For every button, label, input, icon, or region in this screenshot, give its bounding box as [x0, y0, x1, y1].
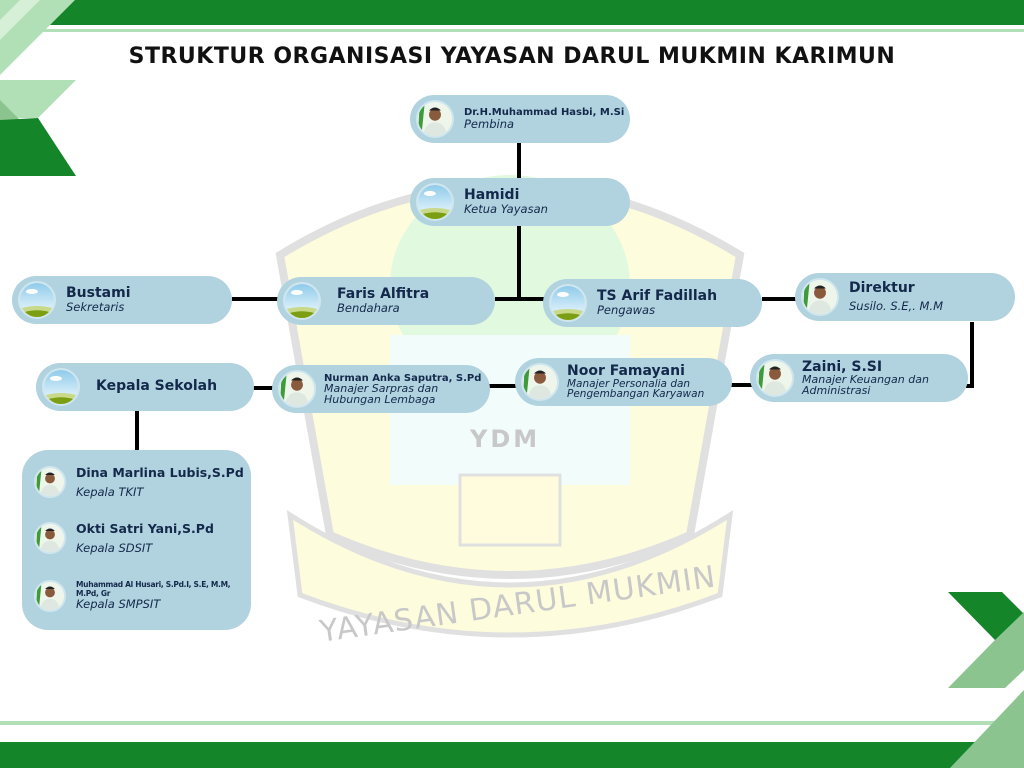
avatar-photo-icon — [278, 370, 316, 408]
avatar-placeholder-icon — [42, 368, 80, 406]
node-name: Hamidi — [464, 186, 520, 203]
connector — [970, 322, 974, 388]
avatar-photo-icon — [34, 466, 66, 499]
watermark-initials: YDM — [470, 425, 541, 453]
node-name: Faris Alfitra — [337, 285, 430, 302]
connector — [762, 297, 796, 301]
node-role: Susilo. S.E,. M.M — [849, 299, 944, 314]
node-role: Ketua Yayasan — [464, 202, 548, 217]
node-role: Pengawas — [597, 303, 656, 318]
school-head-role: Kepala TKIT — [76, 484, 144, 499]
school-head-name: Muhammad Al Husari, S.Pd.I, S.E, M.M, M.… — [76, 580, 231, 598]
node-name: Direktur — [849, 279, 915, 296]
avatar-placeholder-icon — [18, 281, 56, 319]
school-head-name: Okti Satri Yani,S.Pd — [76, 521, 214, 536]
avatar-photo-icon — [34, 522, 66, 555]
school-head-item[interactable]: Muhammad Al Husari, S.Pd.I, S.E, M.M, M.… — [34, 580, 251, 612]
node-name: TS Arif Fadillah — [597, 287, 718, 304]
connector — [488, 384, 516, 388]
school-head-role: Kepala SMPSIT — [76, 596, 161, 611]
page-title: STRUKTUR ORGANISASI YAYASAN DARUL MUKMIN… — [128, 44, 896, 69]
avatar-placeholder-icon — [283, 282, 321, 320]
avatar-placeholder-icon — [416, 183, 454, 221]
top-line — [0, 29, 1024, 32]
node-role: Sekretaris — [66, 300, 125, 315]
avatar-photo-icon — [521, 363, 559, 401]
node-role: Manajer Personalia dan Pengembangan Kary… — [567, 377, 705, 400]
avatar-placeholder-icon — [549, 284, 587, 322]
connector — [495, 297, 545, 301]
avatar-photo-icon — [801, 278, 839, 316]
node-name: Zaini, S.SI — [802, 358, 883, 375]
school-head-role: Kepala SDSIT — [76, 540, 153, 555]
avatar-photo-icon — [34, 580, 66, 612]
connector — [730, 383, 752, 387]
node-kepala-sekolah[interactable]: Kepala Sekolah — [36, 363, 254, 411]
node-role: Pembina — [464, 117, 515, 132]
node-name: Nurman Anka Saputra, S.Pd — [324, 373, 482, 385]
bottom-bar — [0, 742, 1024, 768]
top-bar — [0, 0, 1024, 25]
node-role: Bendahara — [337, 301, 400, 316]
node-name: Dr.H.Muhammad Hasbi, M.Si — [464, 107, 625, 119]
node-role: Manajer Keuangan dan Administrasi — [802, 373, 929, 397]
bottom-line — [0, 721, 1024, 725]
node-name: Kepala Sekolah — [96, 378, 218, 395]
connector — [965, 384, 974, 388]
connector — [135, 411, 139, 451]
avatar-photo-icon — [756, 359, 794, 397]
node-role: Manajer Sarpras dan Hubungan Lembaga — [324, 382, 439, 406]
connector — [232, 297, 278, 301]
node-name: Noor Famayani — [567, 363, 685, 380]
school-head-name: Dina Marlina Lubis,S.Pd — [76, 465, 244, 480]
node-name: Bustami — [66, 284, 131, 301]
connector — [252, 386, 274, 390]
avatar-photo-icon — [416, 100, 454, 138]
